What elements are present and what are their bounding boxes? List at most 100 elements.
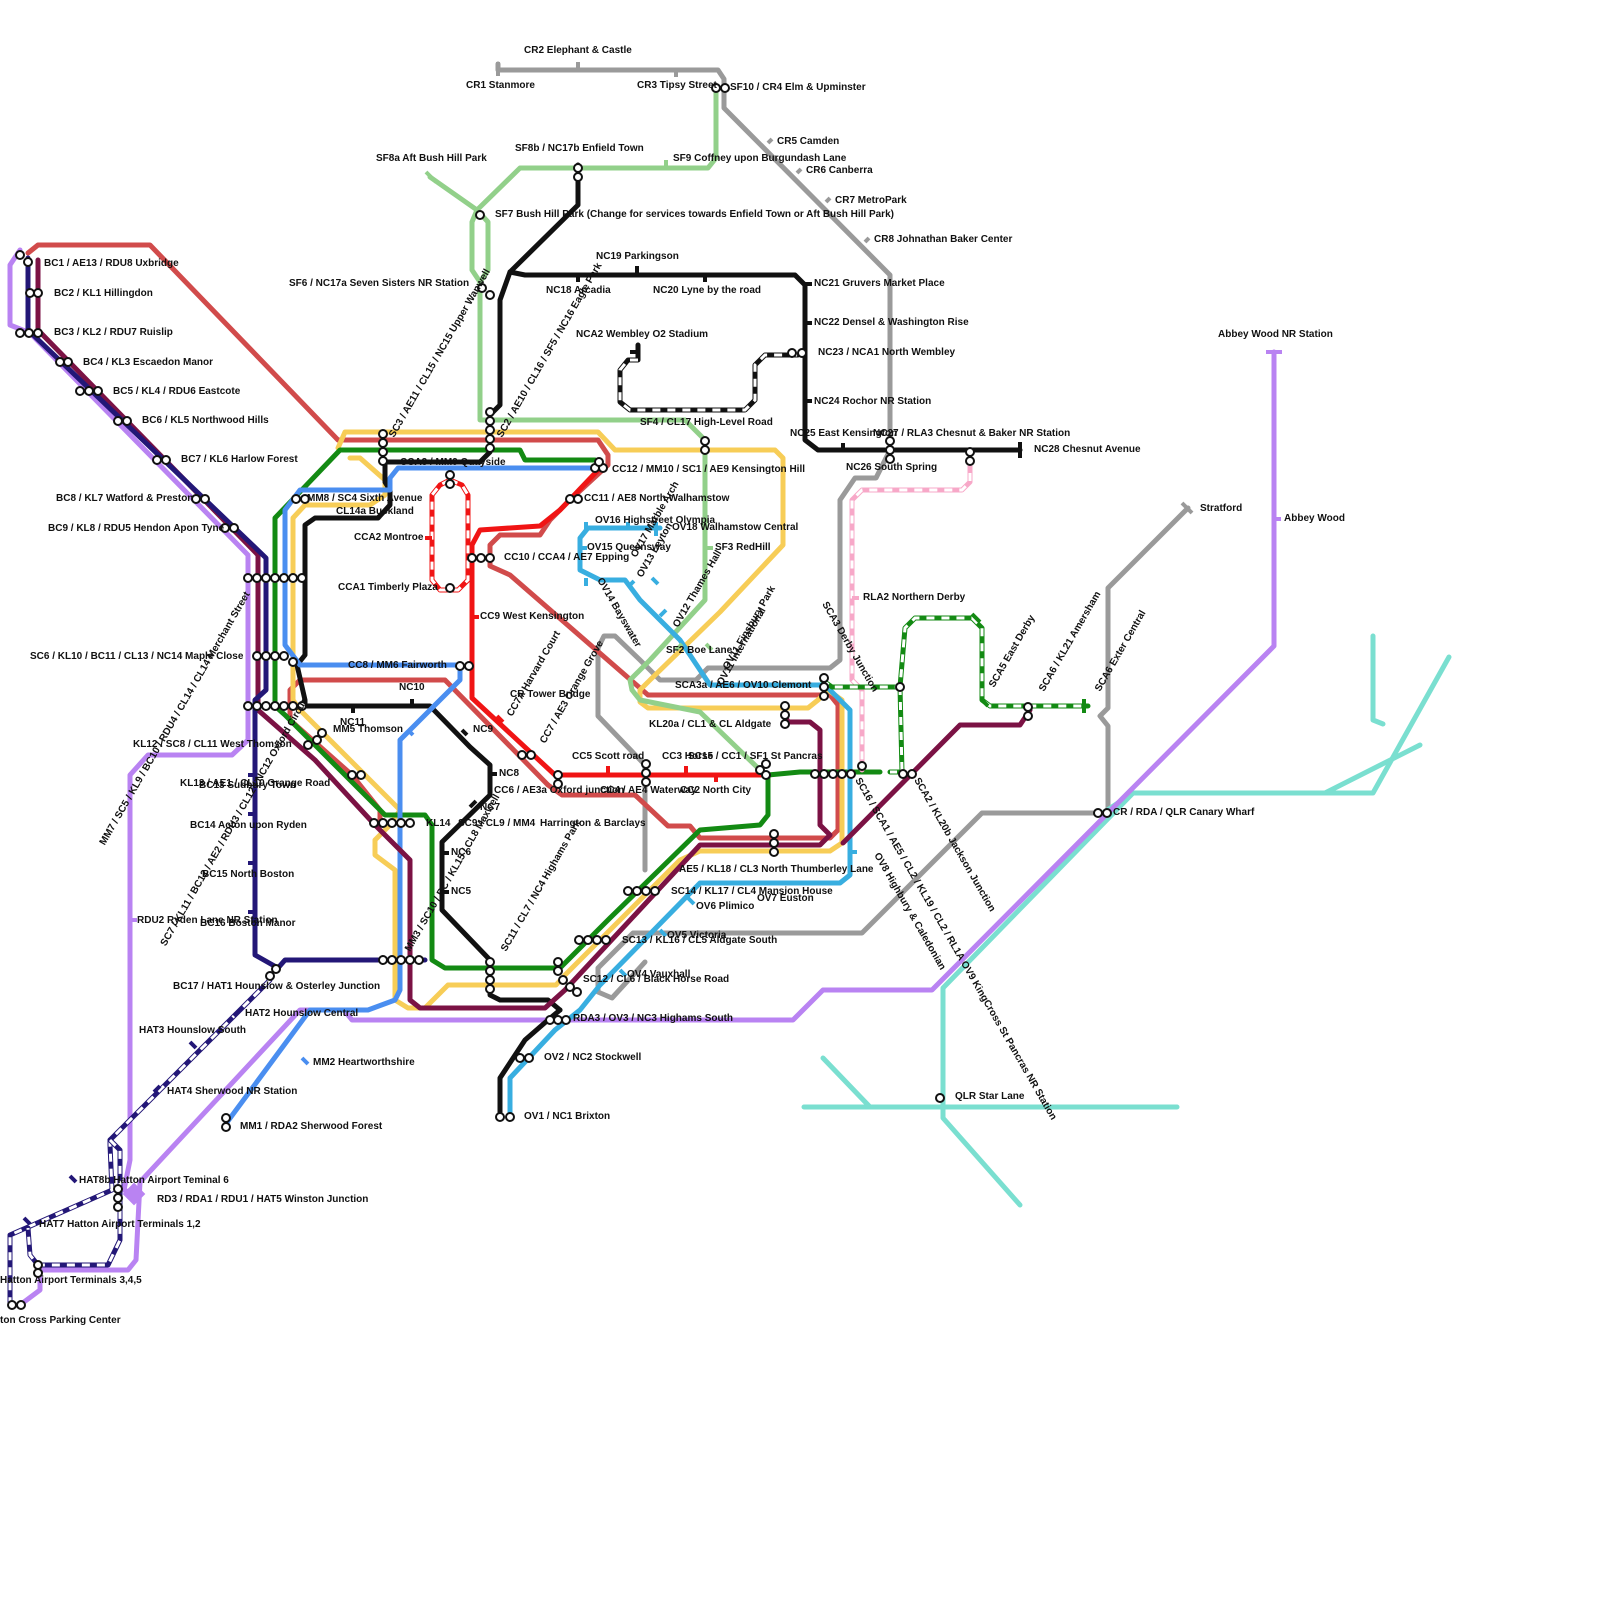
station-marker[interactable] xyxy=(297,701,307,711)
station-marker[interactable] xyxy=(252,651,262,661)
station-marker[interactable] xyxy=(414,955,424,965)
station-marker[interactable] xyxy=(33,1268,43,1278)
station-marker[interactable] xyxy=(445,479,455,489)
station-marker[interactable] xyxy=(152,455,162,465)
station-marker[interactable] xyxy=(270,651,280,661)
station-marker[interactable] xyxy=(113,1202,123,1212)
station-marker[interactable] xyxy=(369,818,379,828)
station-marker[interactable] xyxy=(265,971,275,981)
station-marker[interactable] xyxy=(594,457,604,467)
station-marker[interactable] xyxy=(270,701,280,711)
station-marker[interactable] xyxy=(200,494,210,504)
station-marker[interactable] xyxy=(261,701,271,711)
station-marker[interactable] xyxy=(819,682,829,692)
station-marker[interactable] xyxy=(574,935,584,945)
station-marker[interactable] xyxy=(524,1053,534,1063)
station-marker[interactable] xyxy=(347,770,357,780)
station-marker[interactable] xyxy=(485,975,495,985)
station-marker[interactable] xyxy=(787,348,797,358)
station-marker[interactable] xyxy=(485,434,495,444)
station-marker[interactable] xyxy=(810,769,820,779)
station-marker[interactable] xyxy=(467,553,477,563)
station-marker[interactable] xyxy=(720,83,730,93)
station-marker[interactable] xyxy=(907,769,917,779)
station-marker[interactable] xyxy=(16,1300,26,1310)
station-marker[interactable] xyxy=(317,728,327,738)
station-marker[interactable] xyxy=(261,651,271,661)
station-marker[interactable] xyxy=(252,573,262,583)
station-marker[interactable] xyxy=(515,1053,525,1063)
station-marker[interactable] xyxy=(819,691,829,701)
station-marker[interactable] xyxy=(623,886,633,896)
station-marker[interactable] xyxy=(477,283,487,293)
station-marker[interactable] xyxy=(25,288,35,298)
station-marker[interactable] xyxy=(15,250,25,260)
station-marker[interactable] xyxy=(476,553,486,563)
station-marker[interactable] xyxy=(464,661,474,671)
station-marker[interactable] xyxy=(445,583,455,593)
station-marker[interactable] xyxy=(485,966,495,976)
station-marker[interactable] xyxy=(632,886,642,896)
station-marker[interactable] xyxy=(113,1184,123,1194)
station-marker[interactable] xyxy=(445,470,455,480)
station-marker[interactable] xyxy=(573,172,583,182)
station-marker[interactable] xyxy=(965,447,975,457)
station-marker[interactable] xyxy=(641,768,651,778)
station-marker[interactable] xyxy=(291,494,301,504)
station-marker[interactable] xyxy=(312,735,322,745)
station-marker[interactable] xyxy=(1023,702,1033,712)
station-marker[interactable] xyxy=(769,829,779,839)
station-marker[interactable] xyxy=(517,750,527,760)
station-marker[interactable] xyxy=(271,964,281,974)
station-marker[interactable] xyxy=(819,769,829,779)
station-marker[interactable] xyxy=(161,455,171,465)
station-marker[interactable] xyxy=(819,673,829,683)
station-marker[interactable] xyxy=(396,955,406,965)
station-marker[interactable] xyxy=(641,777,651,787)
station-marker[interactable] xyxy=(297,573,307,583)
station-marker[interactable] xyxy=(243,573,253,583)
station-marker[interactable] xyxy=(553,957,563,967)
station-marker[interactable] xyxy=(828,769,838,779)
station-marker[interactable] xyxy=(252,701,262,711)
station-marker[interactable] xyxy=(63,357,73,367)
station-marker[interactable] xyxy=(33,328,43,338)
station-marker[interactable] xyxy=(7,1300,17,1310)
station-marker[interactable] xyxy=(553,779,563,789)
station-marker[interactable] xyxy=(583,935,593,945)
station-marker[interactable] xyxy=(565,494,575,504)
station-marker[interactable] xyxy=(279,651,289,661)
station-marker[interactable] xyxy=(797,348,807,358)
station-marker[interactable] xyxy=(837,769,847,779)
station-marker[interactable] xyxy=(485,425,495,435)
station-marker[interactable] xyxy=(558,975,568,985)
station-marker[interactable] xyxy=(485,407,495,417)
station-marker[interactable] xyxy=(573,163,583,173)
station-marker[interactable] xyxy=(1023,711,1033,721)
station-marker[interactable] xyxy=(485,290,495,300)
station-marker[interactable] xyxy=(561,1015,571,1025)
station-marker[interactable] xyxy=(279,701,289,711)
station-marker[interactable] xyxy=(641,886,651,896)
station-marker[interactable] xyxy=(229,523,239,533)
station-marker[interactable] xyxy=(378,429,388,439)
station-marker[interactable] xyxy=(378,447,388,457)
station-marker[interactable] xyxy=(553,770,563,780)
station-marker[interactable] xyxy=(495,1112,505,1122)
station-marker[interactable] xyxy=(23,257,33,267)
station-marker[interactable] xyxy=(485,416,495,426)
station-marker[interactable] xyxy=(243,701,253,711)
station-marker[interactable] xyxy=(573,494,583,504)
station-marker[interactable] xyxy=(935,1093,945,1103)
station-marker[interactable] xyxy=(378,818,388,828)
station-marker[interactable] xyxy=(33,288,43,298)
station-marker[interactable] xyxy=(761,770,771,780)
station-marker[interactable] xyxy=(545,1015,555,1025)
station-marker[interactable] xyxy=(396,818,406,828)
station-marker[interactable] xyxy=(221,1113,231,1123)
station-marker[interactable] xyxy=(288,573,298,583)
station-marker[interactable] xyxy=(405,818,415,828)
station-marker[interactable] xyxy=(780,719,790,729)
station-marker[interactable] xyxy=(895,682,905,692)
station-marker[interactable] xyxy=(780,701,790,711)
